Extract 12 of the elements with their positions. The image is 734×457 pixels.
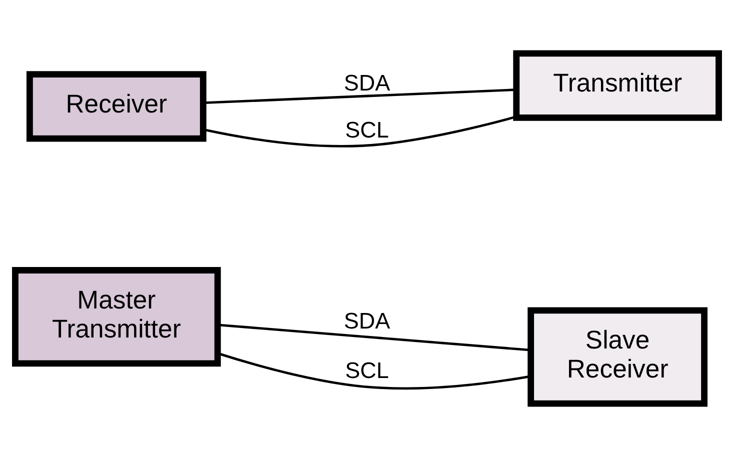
- connector: [218, 352, 531, 390]
- edge-label: SDA: [344, 308, 390, 334]
- node-box: Slave Receiver: [528, 307, 708, 407]
- node-box: Master Transmitter: [12, 267, 221, 367]
- node-box: Transmitter: [513, 50, 722, 121]
- edge-label: SCL: [345, 358, 389, 384]
- connector: [204, 88, 516, 104]
- edge-label: SDA: [344, 70, 390, 96]
- connector: [203, 116, 516, 148]
- connector: [218, 324, 531, 352]
- edge-label: SCL: [345, 117, 389, 142]
- node-box: Receiver: [26, 71, 206, 142]
